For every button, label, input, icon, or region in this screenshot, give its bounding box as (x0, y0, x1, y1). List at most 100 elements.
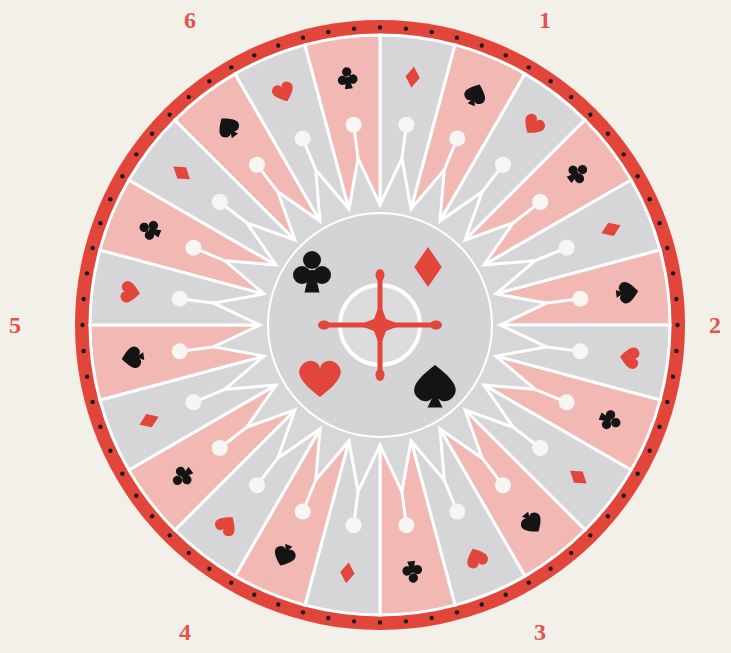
rim-dot (98, 425, 102, 429)
rim-dot (120, 472, 124, 476)
rim-dot (85, 271, 89, 275)
rim-dot (588, 112, 592, 116)
rim-dot (647, 449, 651, 453)
crown-knob (346, 517, 362, 533)
crown-knob (212, 440, 228, 456)
suit-symbol (414, 365, 456, 408)
suit-symbol (619, 346, 640, 370)
crown-knob (532, 194, 548, 210)
rim-dot (504, 53, 508, 57)
rim-dot (80, 323, 84, 327)
callout-number: 2 (709, 313, 721, 337)
rim-dot (326, 616, 330, 620)
rim-dot (635, 174, 639, 178)
rim-dot (429, 30, 433, 34)
rim-dot (569, 95, 573, 99)
crown-knob (249, 157, 265, 173)
rim-dot (548, 566, 552, 570)
crown-knob (346, 117, 362, 133)
rim-dot (167, 112, 171, 116)
suit-symbol (120, 345, 145, 369)
rim-dot (404, 619, 408, 623)
crown-knob (185, 394, 201, 410)
suit-symbol (414, 247, 442, 287)
rim-dot (548, 79, 552, 83)
callout-number: 6 (184, 8, 196, 32)
crown-knob (532, 440, 548, 456)
rim-dot (606, 132, 610, 136)
crown-knob (572, 291, 588, 307)
rim-dot (606, 514, 610, 518)
rim-dot (665, 246, 669, 250)
rim-dot (229, 580, 233, 584)
rim-dot (90, 400, 94, 404)
rim-dot (671, 271, 675, 275)
rim-dot (187, 95, 191, 99)
rim-dot (527, 580, 531, 584)
rim-dot (98, 221, 102, 225)
rim-dot (671, 374, 675, 378)
rim-dot (207, 566, 211, 570)
suit-symbol (270, 541, 298, 570)
rim-dot (207, 79, 211, 83)
suit-symbol (563, 159, 592, 188)
rim-dot (480, 602, 484, 606)
hub-disc (268, 213, 492, 437)
suit-symbol (136, 216, 163, 243)
rim-dot (108, 197, 112, 201)
suit-symbol (461, 80, 489, 109)
suit-symbol (404, 66, 421, 88)
crown-zigzag (213, 158, 546, 491)
suit-symbol (299, 361, 341, 397)
rim-dot (657, 425, 661, 429)
suit-symbol (213, 112, 244, 143)
crown-knob (398, 117, 414, 133)
crown-knob (572, 343, 588, 359)
suit-symbol (516, 507, 547, 538)
crown-knob (559, 240, 575, 256)
rim-dot (504, 592, 508, 596)
rim-dot (404, 26, 408, 30)
rim-dot (276, 43, 280, 47)
rim-dot (134, 152, 138, 156)
rim-dot (588, 533, 592, 537)
wheel-rim (75, 20, 685, 630)
rim-dot (378, 25, 382, 29)
rim-dot (108, 449, 112, 453)
rim-dot (527, 65, 531, 69)
suit-symbol (213, 511, 242, 539)
crown-knob (295, 504, 311, 520)
suit-symbol (519, 111, 548, 139)
rim-dot (326, 30, 330, 34)
suit-symbol (401, 560, 423, 584)
suit-symbol (615, 280, 640, 304)
rim-dot (167, 533, 171, 537)
rim-dot (134, 493, 138, 497)
callout-number: 1 (539, 8, 551, 32)
rim-dot (378, 620, 382, 624)
suit-symbol (336, 66, 358, 90)
rim-dot (276, 602, 280, 606)
crown-knob (398, 517, 414, 533)
rim-dot (352, 26, 356, 30)
rim-dot (569, 551, 573, 555)
rim-dot (455, 35, 459, 39)
rim-dot (657, 221, 661, 225)
crown-knob (249, 477, 265, 493)
callout-number: 5 (9, 313, 21, 337)
rim-dot (150, 514, 154, 518)
rim-dot (674, 349, 678, 353)
crown-knob (495, 477, 511, 493)
crown-knob (212, 194, 228, 210)
rim-dot (647, 197, 651, 201)
suit-symbol (566, 465, 591, 489)
callout-number: 4 (179, 620, 191, 644)
rim-dot (635, 472, 639, 476)
suit-symbol (270, 80, 297, 106)
rim-dot (621, 493, 625, 497)
rim-dot (81, 349, 85, 353)
rim-dot (120, 174, 124, 178)
rim-dot (352, 619, 356, 623)
rim-dot (90, 246, 94, 250)
